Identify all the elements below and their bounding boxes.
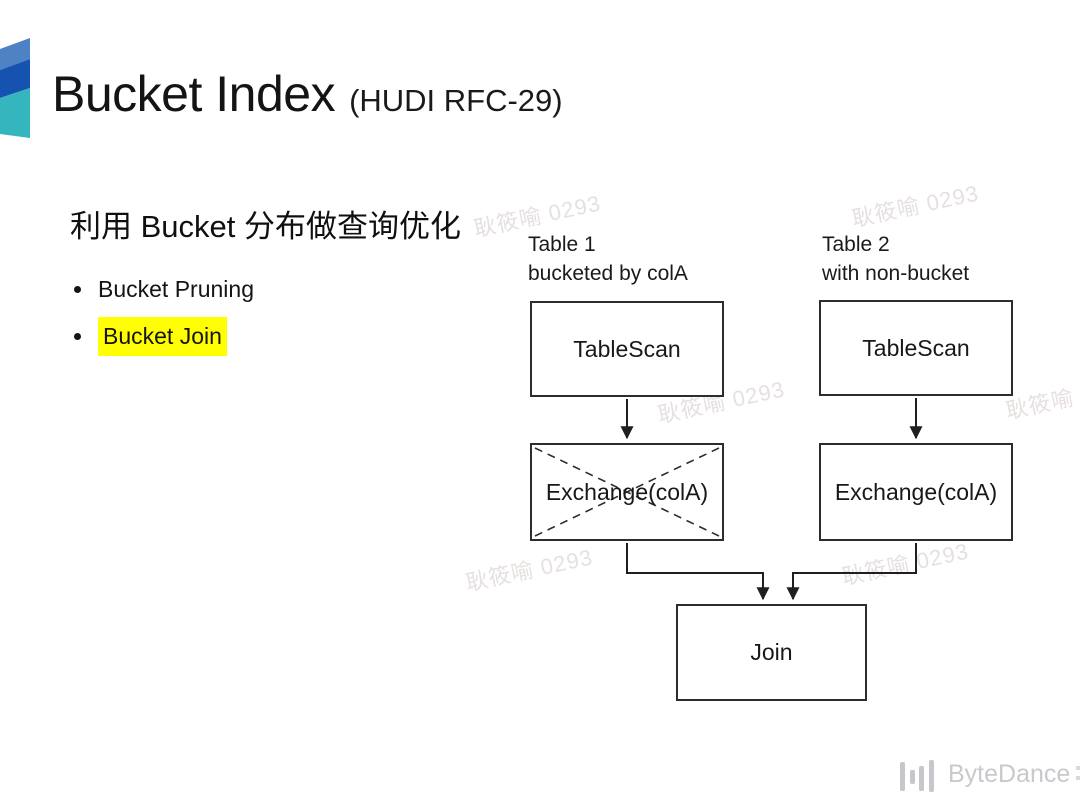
node-label: Join: [750, 639, 793, 665]
node-tablescan-2: TableScan: [819, 300, 1013, 396]
node-join: Join: [676, 604, 867, 701]
table1-caption-line1: Table 1: [528, 233, 596, 256]
table1-caption-line2: bucketed by colA: [528, 262, 688, 285]
node-label: Exchange(colA): [545, 478, 709, 505]
slide-accent-logo: [0, 0, 34, 147]
watermark-text: 耿筱喻 0293: [839, 538, 972, 590]
bullet-list: Bucket Pruning Bucket Join: [74, 270, 254, 364]
watermark-text: 耿筱喻 0293: [849, 180, 982, 232]
table2-caption-line1: Table 2: [822, 233, 890, 256]
node-exchange-1-crossed-out: Exchange(colA): [530, 443, 724, 541]
arrow-exchange1-to-join: [626, 543, 770, 601]
section-heading: 利用 Bucket 分布做查询优化: [70, 209, 461, 244]
bar-chart-icon: [900, 760, 934, 792]
table1-caption: Table 1 bucketed by colA: [528, 230, 688, 288]
cutoff-glyph: [1076, 766, 1080, 786]
bullet-label-highlighted: Bucket Join: [98, 316, 227, 356]
node-label: TableScan: [862, 334, 970, 361]
bullet-dot: [74, 285, 81, 293]
watermark-text: 耿筱喻 0293: [463, 544, 596, 596]
bullet-dot: [74, 332, 81, 340]
title-row: Bucket Index (HUDI RFC-29): [52, 68, 563, 120]
bullet-label: Bucket Pruning: [98, 275, 254, 302]
page-title: Bucket Index: [52, 66, 336, 122]
bullet-item-bucket-pruning: Bucket Pruning: [74, 270, 254, 308]
table2-caption-line2: with non-bucket: [822, 262, 970, 285]
bullet-item-bucket-join: Bucket Join: [74, 316, 254, 356]
bytedance-logo: ByteDance: [898, 757, 1080, 793]
crossed-out-x-icon: [534, 447, 720, 537]
node-label: TableScan: [573, 335, 681, 362]
page-title-suffix: (HUDI RFC-29): [349, 83, 563, 118]
table2-caption: Table 2 with non-bucket: [822, 230, 969, 288]
watermark-text: 耿筱喻 0293: [1003, 372, 1080, 424]
node-exchange-2: Exchange(colA): [819, 443, 1013, 541]
node-tablescan-1: TableScan: [530, 301, 724, 397]
node-label: Exchange(colA): [834, 478, 998, 505]
accent-flag-icon: [0, 38, 30, 138]
bytedance-wordmark: ByteDance: [948, 760, 1071, 788]
